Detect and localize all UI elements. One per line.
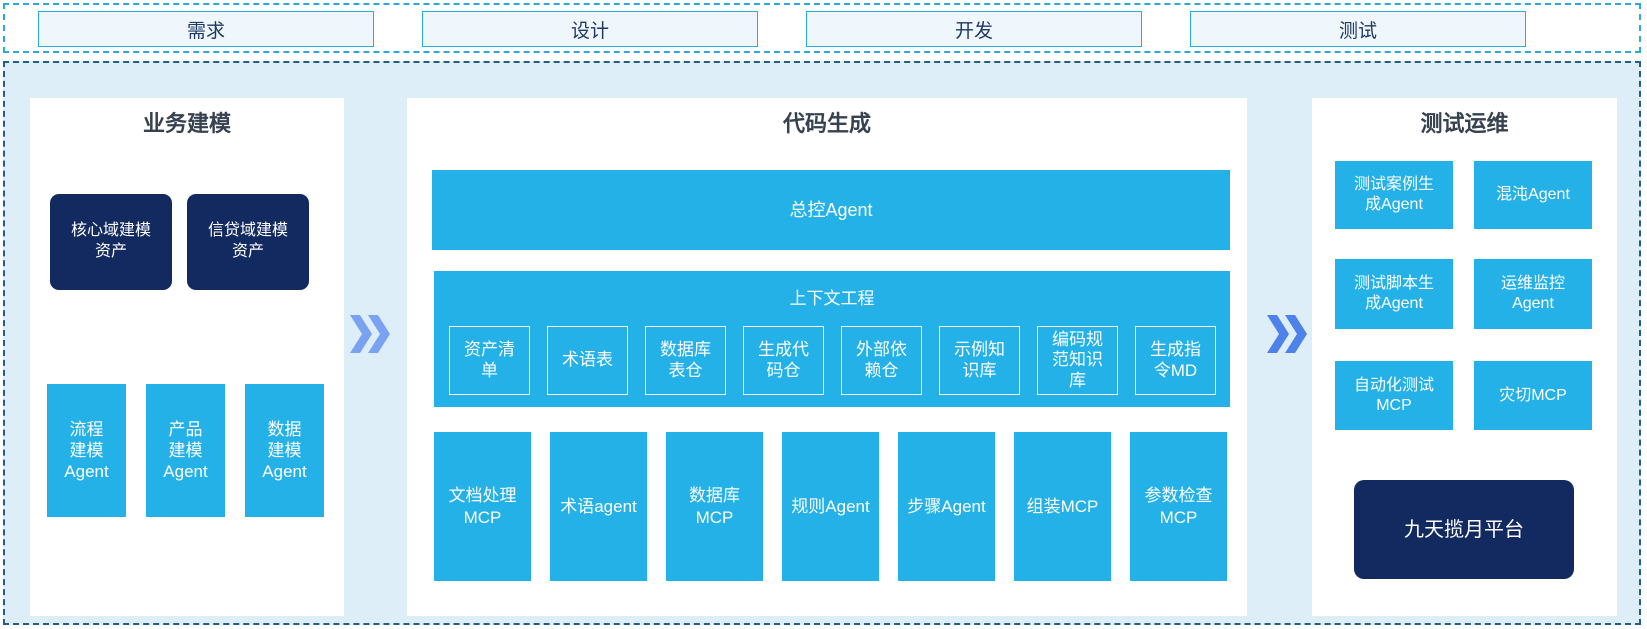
product-modeling-agent-box: 产品 建模 Agent	[146, 384, 225, 517]
jiutian-lanyue-platform-box: 九天揽月平台	[1354, 480, 1574, 579]
core-domain-asset-box: 核心域建模 资产	[50, 194, 172, 290]
phase-label: 设计	[570, 20, 609, 42]
phase-box-testing: 测试	[1190, 11, 1526, 47]
phase-box-requirements: 需求	[38, 11, 374, 47]
panel-title: 测试运维	[1420, 111, 1509, 136]
tool-box-steps-agent: 步骤Agent	[898, 432, 995, 581]
context-item-example-kb: 示例知 识库	[939, 326, 1020, 395]
context-item-coding-standard-kb: 编码规 范知识 库	[1037, 326, 1118, 395]
tool-box-assembly-mcp: 组装MCP	[1014, 432, 1111, 581]
test-script-gen-agent-box: 测试脚本生 成Agent	[1335, 259, 1453, 329]
auto-test-mcp-box: 自动化测试 MCP	[1335, 361, 1453, 430]
panel-test-ops: 测试运维 测试案例生 成Agent 混沌Agent 测试脚本生 成Agent 运…	[1312, 98, 1617, 616]
tool-box-database-mcp: 数据库 MCP	[666, 432, 763, 581]
panel-title: 代码生成	[782, 111, 871, 136]
tool-box-rules-agent: 规则Agent	[782, 432, 879, 581]
chaos-agent-box: 混沌Agent	[1474, 161, 1592, 229]
phase-label: 测试	[1338, 20, 1377, 42]
main-band: 业务建模 核心域建模 资产 信贷域建模 资产 流程 建模 Agent 产品 建模…	[3, 61, 1641, 625]
panel-business-modeling: 业务建模 核心域建模 资产 信贷域建模 资产 流程 建模 Agent 产品 建模…	[30, 98, 344, 616]
context-item-ext-dep-repo: 外部依 赖仓	[841, 326, 922, 395]
phase-box-design: 设计	[422, 11, 758, 47]
phase-label: 需求	[186, 20, 225, 42]
context-item-asset-list: 资产清 单	[449, 326, 530, 395]
credit-domain-asset-box: 信贷域建模 资产	[187, 194, 309, 290]
process-modeling-agent-box: 流程 建模 Agent	[47, 384, 126, 517]
phase-box-development: 开发	[806, 11, 1142, 47]
test-case-gen-agent-box: 测试案例生 成Agent	[1335, 161, 1453, 229]
context-item-gen-code-repo: 生成代 码仓	[743, 326, 824, 395]
tool-box-doc-processing-mcp: 文档处理 MCP	[434, 432, 531, 581]
context-item-glossary: 术语表	[547, 326, 628, 395]
master-agent-bar: 总控Agent	[432, 170, 1230, 250]
tool-box-terminology-agent: 术语agent	[550, 432, 647, 581]
phase-band: 需求 设计 开发 测试	[3, 3, 1641, 53]
tool-box-param-check-mcp: 参数检查 MCP	[1130, 432, 1227, 581]
panel-title: 业务建模	[142, 111, 231, 136]
double-chevron-right-icon	[346, 311, 392, 357]
disaster-switch-mcp-box: 灾切MCP	[1474, 361, 1592, 430]
context-engineering-title: 上下文工程	[789, 289, 875, 308]
context-engineering-panel: 上下文工程 资产清 单 术语表 数据库 表仓 生成代 码仓 外部依 赖仓 示例知…	[434, 271, 1230, 407]
context-item-db-table-repo: 数据库 表仓	[645, 326, 726, 395]
panel-code-generation: 代码生成 总控Agent 上下文工程 资产清 单 术语表 数据库 表仓 生成代 …	[407, 98, 1247, 616]
context-item-gen-instruction-md: 生成指 令MD	[1135, 326, 1216, 395]
data-modeling-agent-box: 数据 建模 Agent	[245, 384, 324, 517]
ops-monitor-agent-box: 运维监控 Agent	[1474, 259, 1592, 329]
phase-label: 开发	[954, 20, 993, 42]
double-chevron-right-icon	[1263, 311, 1309, 357]
